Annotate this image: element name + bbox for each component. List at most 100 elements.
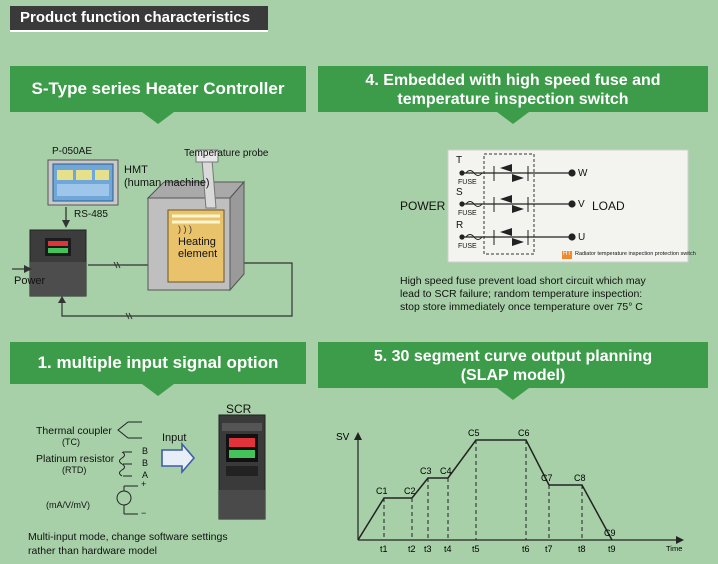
probe-head [195, 149, 219, 163]
ht-badge-bg [562, 251, 572, 259]
tc-symbol [117, 421, 129, 439]
tc-label: (TC) [62, 437, 80, 447]
input-banner-pointer [142, 384, 174, 396]
x-axis-label: Time [666, 544, 682, 553]
fuse-banner-line1: 4. Embedded with high speed fuse and [365, 72, 661, 89]
scr-led-red [229, 438, 255, 447]
curve-point-label: C5 [468, 428, 480, 438]
fuse-symbols [465, 170, 483, 240]
fuse-panel [447, 149, 689, 263]
x-axis-arrow-icon [676, 536, 684, 544]
phase-label: R [456, 220, 464, 231]
hmi-widget [95, 170, 109, 180]
curve-banner: 5. 30 segment curve output planning (SLA… [318, 342, 708, 388]
hmi-widget [57, 170, 73, 180]
probe-label: Temperature probe [184, 148, 269, 159]
x-tick-label: t2 [408, 544, 416, 554]
power-input-label: POWER [400, 199, 446, 213]
y-axis-label: SV [336, 432, 350, 443]
controller-base [30, 262, 86, 296]
x-tick-label: t5 [472, 544, 480, 554]
x-tick-label: t3 [424, 544, 432, 554]
curve-banner-pointer [497, 388, 529, 400]
hmi-label: HMT [124, 164, 148, 176]
rtd-terminal: B [142, 458, 149, 468]
rtd-terminal: B [142, 446, 149, 456]
curve-point-label: C9 [604, 528, 616, 538]
ht-badge: HT [563, 251, 571, 257]
phase-label: S [456, 187, 463, 198]
load-output-label: LOAD [592, 199, 625, 213]
page-title: Product function characteristics [10, 6, 268, 30]
phase-label: T [456, 155, 463, 166]
fuse-desc-2: lead to SCR failure; random temperature … [400, 288, 643, 300]
curve-point-label: C7 [541, 473, 553, 483]
arrow-down-icon [62, 220, 70, 228]
y-axis-arrow-icon [354, 432, 362, 440]
wire-tick [125, 312, 130, 320]
input-label: Input [162, 432, 187, 444]
oven-side [229, 180, 245, 292]
curve-point-label: C3 [420, 466, 432, 476]
x-tick-label: t6 [522, 544, 530, 554]
minus-terminal: − [141, 508, 147, 518]
hmi-widget [76, 170, 92, 180]
sv-curve [357, 439, 613, 541]
output-label: V [578, 199, 585, 210]
hmi-widget [57, 184, 109, 196]
thyristor-icons [493, 164, 529, 246]
fuse-desc-1: High speed fuse prevent load short circu… [400, 275, 646, 287]
arrow-right-icon [24, 265, 32, 273]
fuse-banner: 4. Embedded with high speed fuse and tem… [318, 66, 708, 112]
rtd-symbol [119, 451, 125, 477]
input-desc-1: Multi-input mode, change software settin… [28, 531, 228, 543]
scr-label: SCR [226, 402, 252, 416]
fuse-banner-line2: temperature inspection switch [397, 91, 629, 108]
s-type-banner: S-Type series Heater Controller [10, 66, 306, 112]
platinum-label: Platinum resistor [36, 453, 115, 465]
curve-point-label: C1 [376, 486, 388, 496]
fuse-banner-pointer [497, 112, 529, 124]
rs485-label: RS-485 [74, 209, 108, 220]
s-type-banner-pointer [142, 112, 174, 124]
curve-banner-line1: 5. 30 segment curve output planning [373, 348, 653, 365]
heating-label-2: element [178, 248, 218, 260]
controller-led [48, 248, 68, 253]
output-label: W [578, 168, 588, 179]
power-label: Power [14, 275, 46, 287]
rtd-label: (RTD) [62, 465, 87, 475]
arrow-up-icon [58, 296, 66, 303]
phase-lines [459, 169, 576, 241]
fuse-label: FUSE [458, 179, 477, 186]
scr-led-green [229, 450, 255, 458]
hmi-sublabel: (human machine) [124, 177, 210, 189]
plus-terminal: + [141, 479, 147, 489]
analog-label: (mA/V/mV) [46, 500, 90, 510]
rtd-terminal: A [142, 470, 149, 480]
x-tick-label: t4 [444, 544, 452, 554]
curve-banner-line2: (SLAP model) [460, 367, 566, 384]
controller-led [48, 241, 68, 246]
heat-wave-icon: ) ) ) [178, 224, 192, 234]
output-label: U [578, 232, 586, 243]
input-arrow-icon [161, 441, 196, 475]
curve-point-label: C2 [404, 486, 416, 496]
fuse-label: FUSE [458, 243, 477, 250]
x-tick-label: t1 [380, 544, 388, 554]
fuse-label: FUSE [458, 210, 477, 217]
feedback-loop [61, 262, 293, 317]
hmi-model-label: P-050AE [52, 146, 93, 157]
wire-tick [113, 261, 118, 269]
input-banner: 1. multiple input signal option [10, 342, 306, 384]
input-desc-2: rather than hardware model [28, 545, 157, 557]
x-tick-label: t9 [608, 544, 616, 554]
curve-point-label: C6 [518, 428, 530, 438]
thermocouple-label: Thermal coupler [36, 425, 112, 437]
scr-header-strip [222, 423, 262, 431]
scr-keys [226, 466, 258, 476]
wire-tick [116, 261, 121, 269]
